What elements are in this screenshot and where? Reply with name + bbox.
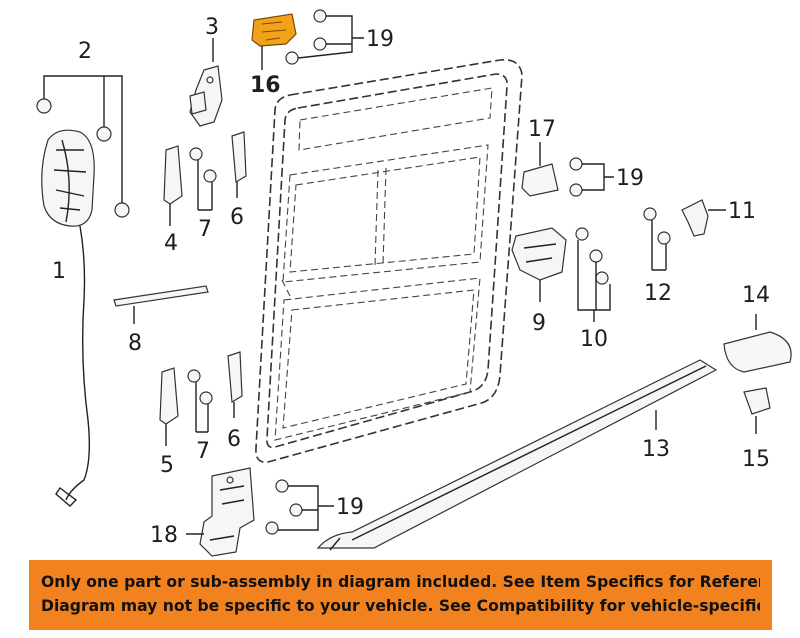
part-12-screws <box>643 207 671 271</box>
part-1-lock-assembly <box>41 129 95 507</box>
callout-8: 8 <box>128 331 142 356</box>
part-4-bumper <box>163 145 183 226</box>
part-18-lower-hinge <box>186 467 255 557</box>
callout-18: 18 <box>150 523 178 548</box>
parts-diagram: 1 2 3 4 5 6 6 7 7 8 9 10 11 12 13 14 15 … <box>36 9 792 557</box>
part-8-strip <box>113 285 209 324</box>
part-10-bolts <box>575 227 611 322</box>
part-9-latch <box>511 227 567 302</box>
part-11-striker <box>681 199 726 237</box>
part-7-screws-lower <box>187 369 213 433</box>
part-14-cover <box>723 314 792 373</box>
part-13-lower-track <box>316 359 718 551</box>
callout-11: 11 <box>728 199 756 224</box>
disclaimer-line-2: Diagram may not be specific to your vehi… <box>41 597 760 615</box>
part-15-clip <box>743 387 771 434</box>
callout-6-lower: 6 <box>227 427 241 452</box>
disclaimer-line-1: Only one part or sub-assembly in diagram… <box>41 573 760 591</box>
part-6-guide-lower <box>227 351 243 418</box>
callout-17: 17 <box>528 117 556 142</box>
part-3-hinge <box>189 38 223 127</box>
part-19-bolts-mid <box>569 157 614 197</box>
part-5-bumper <box>159 367 179 446</box>
callout-2: 2 <box>78 39 92 64</box>
callout-12: 12 <box>644 281 672 306</box>
callout-13: 13 <box>642 437 670 462</box>
callout-6-upper: 6 <box>230 205 244 230</box>
callout-16: 16 <box>250 73 281 98</box>
callout-19-bottom: 19 <box>336 495 364 520</box>
disclaimer-banner: Only one part or sub-assembly in diagram… <box>29 560 772 630</box>
callout-5: 5 <box>160 453 174 478</box>
callout-1: 1 <box>52 259 66 284</box>
callout-7-lower: 7 <box>196 439 210 464</box>
sliding-door-panel <box>255 58 523 464</box>
callout-9: 9 <box>532 311 546 336</box>
part-7-screws-upper <box>189 147 217 211</box>
callout-19-mid: 19 <box>616 166 644 191</box>
part-6-guide-upper <box>231 131 247 198</box>
callout-15: 15 <box>742 447 770 472</box>
part-2-clips <box>36 75 130 218</box>
part-16-bracket-highlighted <box>251 13 297 70</box>
part-17-bracket <box>521 142 559 197</box>
callout-10: 10 <box>580 327 608 352</box>
callout-14: 14 <box>742 283 770 308</box>
callout-19-top: 19 <box>366 27 394 52</box>
part-19-bolts-top <box>285 9 364 65</box>
callout-4: 4 <box>164 231 178 256</box>
callout-3: 3 <box>205 15 219 40</box>
callout-7-upper: 7 <box>198 217 212 242</box>
part-19-bolts-bottom <box>265 479 334 535</box>
